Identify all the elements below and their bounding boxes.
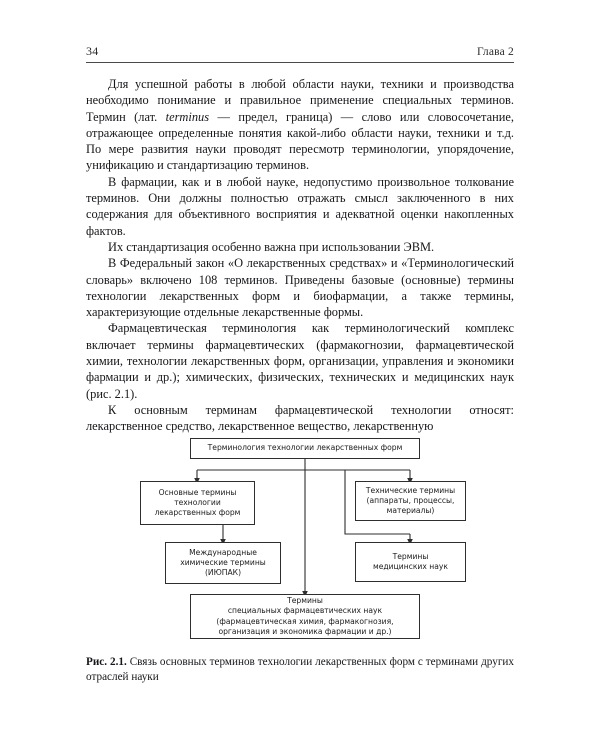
diagram-node-root: Терминология технологии лекарственных фо… xyxy=(190,438,420,459)
paragraph-5: Фармацевтическая терминология как термин… xyxy=(86,321,514,401)
paragraph-4: В Федеральный закон «О лекарственных сре… xyxy=(86,256,514,320)
diagram-node-special-pharma-terms: Термины специальных фармацевтических нау… xyxy=(190,594,420,639)
diagram-node-basic-terms: Основные термины технологии лекарственны… xyxy=(140,481,255,525)
running-head-row: 34 Глава 2 xyxy=(86,44,514,59)
page-number: 34 xyxy=(86,44,99,58)
latin-term: terminus xyxy=(165,109,210,124)
figure-2-1: Терминология технологии лекарственных фо… xyxy=(86,432,514,648)
paragraph-3: Их стандартизация особенно важна при исп… xyxy=(108,239,435,254)
paragraph-1: Для успешной работы в любой области наук… xyxy=(86,76,514,174)
figure-caption-text: Связь основных терминов технологии лекар… xyxy=(86,656,514,683)
chapter-label: Глава 2 xyxy=(476,46,514,58)
diagram-node-iupac-terms: Международные химические термины (ИЮПАК) xyxy=(165,542,281,584)
paragraph-2: В фармации, как и в любой науке, недопус… xyxy=(86,174,514,238)
paragraph-6: К основным терминам фармацевтической тех… xyxy=(86,402,514,434)
diagram-connectors xyxy=(194,459,413,597)
paragraph-1-before-latin: Для успешной работы в любой области наук… xyxy=(86,77,514,124)
body-text: Для успешной работы в любой области наук… xyxy=(86,76,514,435)
figure-caption: Рис. 2.1. Связь основных терминов технол… xyxy=(86,655,514,684)
edge-right-runner xyxy=(344,470,410,535)
paragraph-1-after-latin: — предел, граница) — слово или словосоче… xyxy=(86,109,514,173)
figure-caption-label: Рис. 2.1. xyxy=(86,656,127,668)
diagram-node-medical-terms: Термины медицинских наук xyxy=(355,542,466,582)
running-head: 34 Глава 2 xyxy=(86,44,514,66)
diagram-node-technical-terms: Технические термины (аппараты, процессы,… xyxy=(355,481,466,521)
header-divider xyxy=(86,62,514,63)
